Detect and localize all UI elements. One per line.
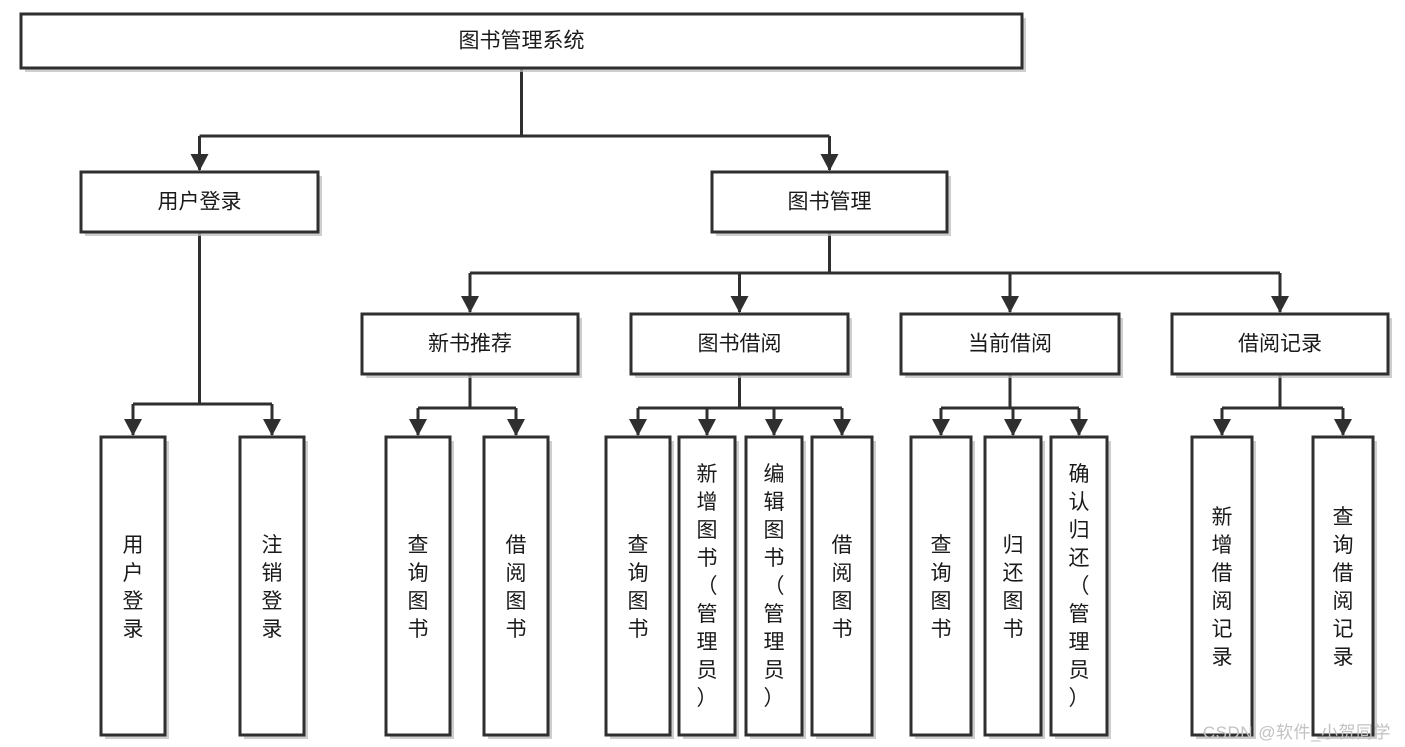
node-label: 查询图书 — [408, 534, 429, 641]
node-leaf-logout[interactable]: 注销登录 — [238, 435, 308, 739]
node-label: 新书推荐 — [428, 333, 512, 356]
node-label: 新增图书（管理员） — [697, 463, 718, 710]
connector-layer — [124, 68, 1352, 436]
node-book-manage[interactable]: 图书管理 — [710, 170, 951, 236]
node-box[interactable] — [1190, 435, 1254, 737]
arrow-head-icon — [932, 419, 950, 436]
node-label: 编辑图书（管理员） — [764, 463, 785, 710]
node-box[interactable] — [482, 435, 550, 737]
node-box[interactable] — [983, 435, 1043, 737]
node-label: 新增借阅记录 — [1212, 506, 1233, 669]
arrow-head-icon — [124, 419, 142, 436]
connector-group-new-book-recommend — [409, 374, 525, 436]
node-label: 归还图书 — [1003, 534, 1024, 641]
node-leaf-query-record[interactable]: 查询借阅记录 — [1311, 435, 1377, 739]
node-label: 图书管理系统 — [459, 30, 585, 53]
arrow-head-icon — [409, 419, 427, 436]
arrow-head-icon — [1213, 419, 1231, 436]
node-box[interactable] — [629, 312, 850, 376]
node-layer: 图书管理系统用户登录图书管理新书推荐图书借阅当前借阅借阅记录用户登录注销登录查询… — [19, 12, 1392, 739]
node-label: 借阅图书 — [506, 534, 527, 641]
node-book-borrow[interactable]: 图书借阅 — [629, 312, 852, 378]
connector-group-current-borrow — [932, 374, 1088, 436]
arrow-head-icon — [461, 296, 479, 313]
arrow-head-icon — [629, 419, 647, 436]
node-box[interactable] — [810, 435, 874, 737]
node-label: 借阅图书 — [832, 534, 853, 641]
node-label: 图书借阅 — [698, 333, 782, 356]
node-box[interactable] — [1170, 312, 1390, 376]
node-leaf-query-book-rec[interactable]: 查询图书 — [384, 435, 454, 739]
connector-group-user-login — [124, 232, 281, 436]
node-label: 借阅记录 — [1238, 333, 1322, 356]
connector-group-book-manage — [461, 232, 1289, 313]
node-box[interactable] — [79, 170, 320, 234]
node-leaf-add-record[interactable]: 新增借阅记录 — [1190, 435, 1256, 739]
node-label: 当前借阅 — [968, 333, 1052, 356]
connector-group-root — [190, 68, 839, 171]
node-box[interactable] — [99, 435, 167, 737]
node-box[interactable] — [384, 435, 452, 737]
arrow-head-icon — [263, 419, 281, 436]
connector-group-book-borrow — [629, 374, 851, 436]
node-box[interactable] — [899, 312, 1121, 376]
node-label: 确认归还（管理员） — [1069, 463, 1090, 710]
node-leaf-confirm-return[interactable]: 确认归还（管理员） — [1049, 435, 1111, 739]
node-box[interactable] — [909, 435, 973, 737]
arrow-head-icon — [698, 419, 716, 436]
node-leaf-edit-book[interactable]: 编辑图书（管理员） — [744, 435, 806, 739]
arrow-head-icon — [1004, 419, 1022, 436]
arrow-head-icon — [833, 419, 851, 436]
node-new-book-recommend[interactable]: 新书推荐 — [360, 312, 582, 378]
node-box[interactable] — [710, 170, 949, 234]
node-leaf-borrow-book-rec[interactable]: 借阅图书 — [482, 435, 552, 739]
node-leaf-add-book[interactable]: 新增图书（管理员） — [677, 435, 739, 739]
arrow-head-icon — [1001, 296, 1019, 313]
node-label: 查询图书 — [931, 534, 952, 641]
node-label: 注销登录 — [262, 534, 283, 641]
arrow-head-icon — [507, 419, 525, 436]
node-leaf-query-book-cur[interactable]: 查询图书 — [909, 435, 975, 739]
node-current-borrow[interactable]: 当前借阅 — [899, 312, 1123, 378]
node-box[interactable] — [360, 312, 580, 376]
node-leaf-query-book-borrow[interactable]: 查询图书 — [604, 435, 674, 739]
node-user-login[interactable]: 用户登录 — [79, 170, 322, 236]
node-leaf-return-book[interactable]: 归还图书 — [983, 435, 1045, 739]
node-label: 用户登录 — [123, 534, 144, 641]
arrow-head-icon — [1070, 419, 1088, 436]
node-leaf-borrow-book[interactable]: 借阅图书 — [810, 435, 876, 739]
node-box[interactable] — [1311, 435, 1375, 737]
arrow-head-icon — [730, 296, 749, 313]
node-box[interactable] — [604, 435, 672, 737]
connector-group-borrow-record — [1213, 374, 1352, 436]
node-box[interactable] — [744, 435, 804, 737]
node-label: 查询借阅记录 — [1333, 506, 1354, 669]
arrow-head-icon — [1271, 296, 1289, 313]
node-borrow-record[interactable]: 借阅记录 — [1170, 312, 1392, 378]
arrow-head-icon — [820, 154, 839, 171]
node-label: 图书管理 — [788, 191, 872, 214]
node-label: 查询图书 — [628, 534, 649, 641]
arrow-head-icon — [190, 154, 209, 171]
node-label: 用户登录 — [158, 191, 242, 214]
node-box[interactable] — [1049, 435, 1109, 737]
node-leaf-user-login[interactable]: 用户登录 — [99, 435, 169, 739]
arrow-head-icon — [1334, 419, 1352, 436]
node-box[interactable] — [19, 12, 1024, 70]
node-box[interactable] — [238, 435, 306, 737]
node-root[interactable]: 图书管理系统 — [19, 12, 1026, 72]
arrow-head-icon — [765, 419, 783, 436]
node-box[interactable] — [677, 435, 737, 737]
